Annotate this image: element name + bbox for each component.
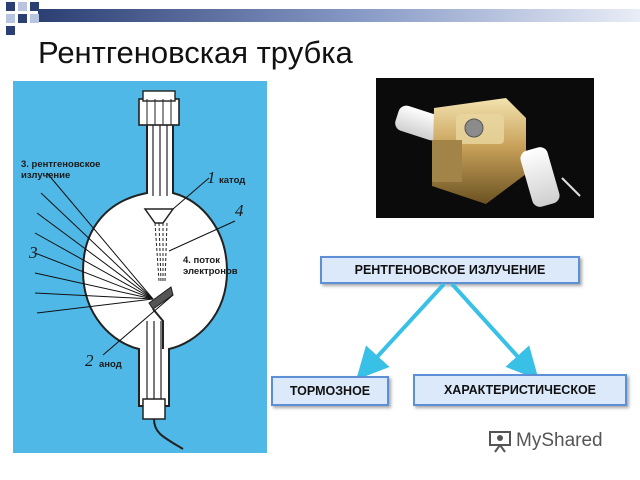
- bremsstrahlung-box: ТОРМОЗНОЕ: [271, 376, 389, 406]
- presentation-board-icon: [488, 429, 512, 453]
- arrow-to-bremsstrahlung: [367, 284, 444, 368]
- characteristic-box: ХАРАКТЕРИСТИЧЕСКОЕ: [413, 374, 627, 406]
- arrow-to-characteristic: [452, 284, 528, 368]
- myshared-watermark: MyShared: [488, 428, 603, 454]
- watermark-text: MyShared: [516, 430, 603, 452]
